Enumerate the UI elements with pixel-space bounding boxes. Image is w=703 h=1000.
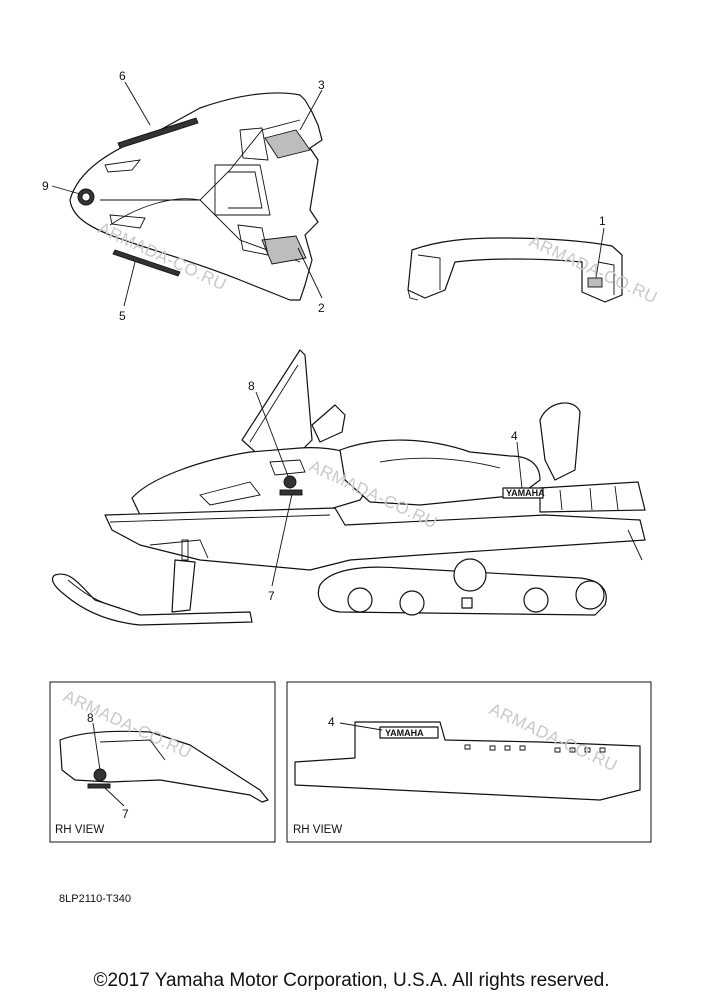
drawing-code: 8LP2110-T340	[59, 893, 131, 905]
copyright-notice: ©2017 Yamaha Motor Corporation, U.S.A. A…	[93, 970, 610, 991]
decal-5-stripe	[112, 249, 181, 277]
callout-8: 8	[248, 379, 255, 393]
inset-left-rh-view: 8 7 RH VIEW	[49, 681, 276, 843]
decal-1-label	[587, 277, 603, 288]
inset-callout-4: 4	[328, 715, 335, 729]
inset-decal-4-yamaha-text: YAMAHA	[385, 728, 424, 738]
decal-8-emblem	[283, 475, 297, 489]
callout-4: 4	[511, 429, 518, 443]
inset-decal-7-label	[87, 783, 111, 789]
callout-3: 3	[318, 78, 325, 92]
callout-7: 7	[268, 589, 275, 603]
inset-left-label: RH VIEW	[55, 824, 104, 836]
decal-7-label	[279, 489, 303, 496]
decal-6-stripe	[117, 117, 199, 149]
inset-callout-7: 7	[122, 807, 129, 821]
inset-callout-8: 8	[87, 711, 94, 725]
hood-top-view	[69, 92, 323, 301]
callout-2: 2	[318, 301, 325, 315]
callout-9: 9	[42, 179, 49, 193]
decal-4-yamaha-text: YAMAHA	[506, 488, 545, 498]
inset-decal-8-emblem	[93, 768, 107, 782]
inset-right-label: RH VIEW	[293, 824, 342, 836]
inset-right-rh-view: YAMAHA 4 RH VIEW	[286, 681, 652, 843]
rear-panel	[407, 237, 623, 303]
callout-5: 5	[119, 309, 126, 323]
callout-1: 1	[599, 214, 606, 228]
snowmobile-side-view: YAMAHA	[51, 349, 646, 626]
callout-6: 6	[119, 69, 126, 83]
